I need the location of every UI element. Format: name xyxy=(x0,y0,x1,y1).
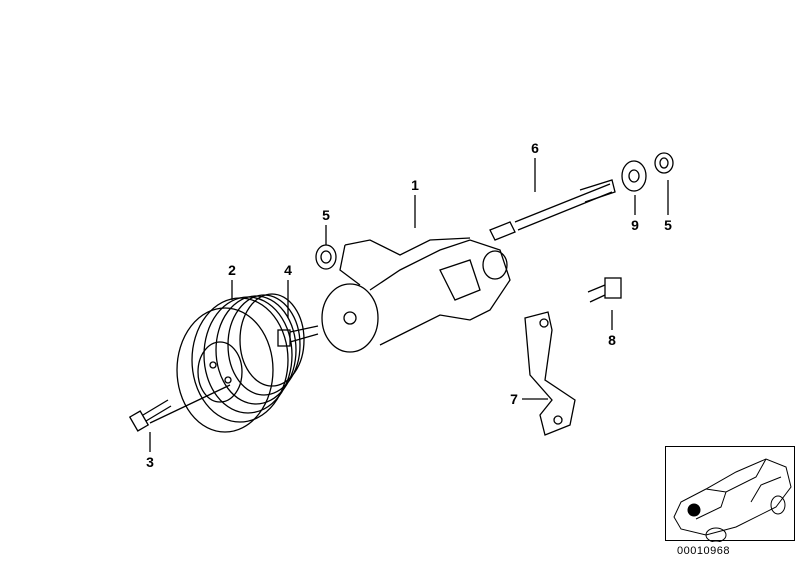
bolt-4 xyxy=(277,325,319,347)
nut-5-right xyxy=(654,152,674,174)
leader-lines xyxy=(149,158,669,452)
callout-4: 4 xyxy=(284,262,292,278)
callout-8: 8 xyxy=(608,332,616,348)
stud-6 xyxy=(489,179,616,241)
callout-1: 1 xyxy=(411,177,419,193)
callout-3: 3 xyxy=(146,454,154,470)
vehicle-location-inset xyxy=(665,446,795,542)
nut-5-left xyxy=(315,244,337,270)
car-outline-icon xyxy=(673,458,792,542)
callout-6: 6 xyxy=(531,140,539,156)
pulley xyxy=(176,293,305,433)
bracket-7 xyxy=(524,311,576,436)
washer-9 xyxy=(621,160,647,192)
callout-9: 9 xyxy=(631,217,639,233)
callout-5-right: 5 xyxy=(664,217,672,233)
diagram-reference-number: 00010968 xyxy=(677,545,730,557)
callout-5-left: 5 xyxy=(322,207,330,223)
callout-2: 2 xyxy=(228,262,236,278)
callout-7: 7 xyxy=(510,391,518,407)
bolt-8 xyxy=(587,277,622,303)
power-steering-pump xyxy=(321,237,511,353)
bolt-3 xyxy=(128,399,172,432)
